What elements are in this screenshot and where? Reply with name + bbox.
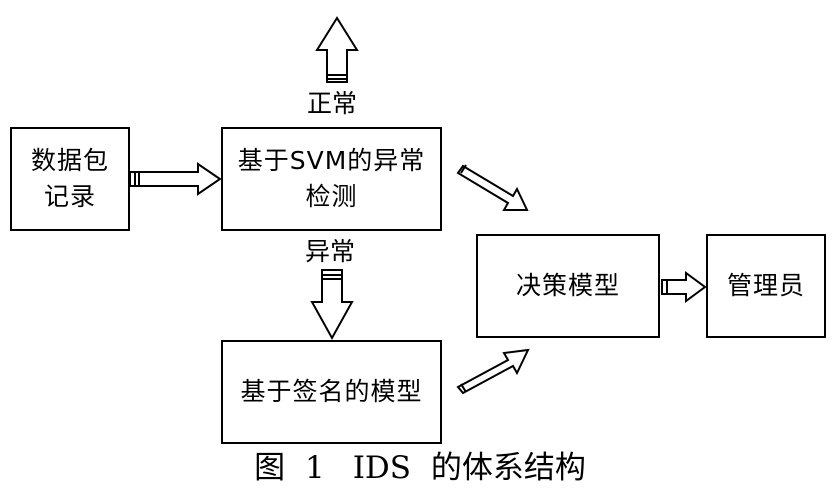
node-administrator-label: 管理员 <box>726 271 805 300</box>
node-administrator: 管理员 <box>706 234 826 338</box>
node-svm-anomaly-detection: 基于SVM的异常 检测 <box>221 127 442 231</box>
node-decision-model-label: 决策模型 <box>515 271 620 300</box>
node-signature-based-model: 基于签名的模型 <box>221 340 442 444</box>
arrow-signature-to-decision <box>456 348 530 395</box>
arrow-up-normal <box>315 16 359 83</box>
figure-title: IDS 的体系结构 <box>352 450 586 486</box>
arrow-decision-to-admin <box>661 271 707 303</box>
node-packet-log-label: 数据包 记录 <box>30 146 109 211</box>
node-svm-anomaly-detection-label: 基于SVM的异常 检测 <box>237 146 426 211</box>
edge-label-abnormal: 异常 <box>305 237 356 266</box>
figure-caption: 图 1 IDS 的体系结构 <box>0 444 840 492</box>
arrow-down-abnormal <box>310 269 354 341</box>
node-packet-log: 数据包 记录 <box>10 127 130 231</box>
node-signature-based-model-label: 基于签名的模型 <box>240 377 423 406</box>
edge-label-normal: 正常 <box>307 89 358 118</box>
arrow-packet-to-svm <box>129 162 222 196</box>
node-decision-model: 决策模型 <box>476 234 660 338</box>
arrow-svm-to-decision <box>456 164 529 211</box>
figure-number: 图 1 <box>254 450 325 486</box>
